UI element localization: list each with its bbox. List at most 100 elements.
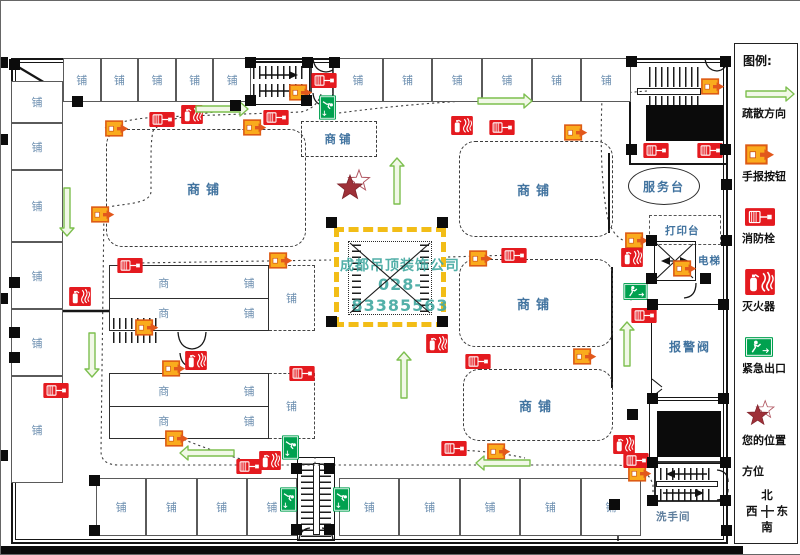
shop-cell: 铺 [432, 58, 483, 102]
shop-cell-label: 铺 [216, 501, 228, 514]
legend-item-label: 紧急出口 [742, 362, 786, 376]
column-square [718, 299, 729, 310]
shop-cell: 铺 [382, 58, 433, 102]
column-square [245, 57, 256, 68]
column-square [324, 524, 335, 535]
divided-shop-room: 商铺商铺 [109, 265, 269, 331]
stair-landing [637, 88, 701, 95]
stairs-icon [660, 468, 712, 480]
shop-cell: 铺 [333, 58, 383, 102]
legend-item-label: 消防栓 [742, 231, 775, 245]
big-shop-room: 商铺 [459, 259, 613, 347]
column-square [721, 235, 732, 246]
manual-alarm-icon [243, 119, 267, 136]
shop-cell: 铺 [146, 478, 197, 536]
column-square [647, 495, 658, 506]
shop-cell-label: 铺 [113, 74, 125, 87]
fire-hydrant-icon [643, 143, 669, 158]
manual-alarm-icon [673, 260, 697, 277]
shop-cell-label: 铺 [451, 74, 463, 87]
stairs-icon [649, 96, 699, 105]
shop-cell: 铺 [520, 478, 581, 536]
room-row-label: 商 [158, 307, 170, 321]
fire-extinguisher-icon [185, 351, 207, 370]
shop-cell-label: 铺 [402, 74, 413, 87]
wall-stub [1, 134, 8, 145]
divided-shop-room: 商铺商铺 [109, 373, 269, 439]
elevator-shaft-block [646, 105, 723, 141]
shop-cell-label: 铺 [544, 501, 556, 514]
legend-item-alarm: 手报按钮 [741, 142, 793, 184]
shop-group-top_right: 铺铺铺铺铺铺 [333, 58, 632, 102]
shop-ext-cell: 铺 [269, 265, 315, 331]
shop-cell: 铺 [246, 478, 297, 536]
column-square [627, 409, 638, 420]
evacuation-arrow-right [477, 93, 533, 109]
big-shop-room: 商铺 [106, 129, 306, 247]
evacuation-arrow-up [389, 157, 405, 205]
column-square [326, 217, 337, 228]
compass-south: 南 [761, 520, 773, 534]
manual-alarm-icon [135, 319, 159, 336]
column-square [647, 393, 658, 404]
shop-cell-label: 铺 [31, 423, 43, 437]
legend-orientation: 方位 北 西 东 南 [741, 463, 793, 535]
column-square [9, 59, 20, 70]
column-square [9, 352, 20, 363]
shop-cell: 铺 [175, 58, 214, 102]
fire-hydrant-icon [623, 453, 649, 468]
column-square [291, 463, 302, 474]
your-location-star-icon [335, 168, 373, 204]
column-square [626, 56, 637, 67]
wall-stub [1, 57, 8, 68]
shop-cell-label: 铺 [226, 74, 238, 87]
manual-alarm-icon [564, 124, 588, 141]
stair-rail [313, 463, 320, 535]
fire-hydrant-icon [263, 110, 289, 125]
legend-item-hydrant: 消防栓 [741, 205, 793, 246]
evacuation-arrow-down [59, 187, 75, 237]
evacuation-arrow-left [475, 455, 531, 471]
fire-hydrant-icon [441, 441, 467, 456]
column-square [647, 457, 658, 468]
column-square [329, 57, 340, 68]
shop-cell-label: 铺 [266, 501, 278, 514]
fire-hydrant-icon [289, 366, 315, 381]
emergency-exit-icon [280, 487, 297, 512]
room-row-label: 铺 [243, 307, 255, 321]
manual-alarm-icon [487, 443, 511, 460]
shop-cell: 铺 [11, 242, 63, 309]
column-square [302, 57, 313, 68]
compass-west: 西 [746, 504, 758, 518]
column-square [647, 299, 658, 310]
room-divider [110, 406, 268, 407]
legend-star-icon [745, 399, 793, 429]
stairs-icon [660, 489, 712, 501]
legend-alarm-icon [745, 144, 793, 165]
column-square [326, 316, 337, 327]
shop-cell-label: 铺 [76, 74, 88, 87]
shop-cell: 铺 [196, 478, 247, 536]
legend-items: 疏散方向手报按钮消防栓灭火器紧急出口您的位置 [741, 73, 795, 459]
shop-cell: 铺 [11, 81, 63, 123]
stair-landing [656, 481, 718, 487]
compass-cross-icon [760, 504, 774, 518]
column-square [626, 144, 637, 155]
restroom-label: 洗手间 [656, 511, 691, 523]
shop-cell-label: 铺 [31, 269, 43, 283]
manual-alarm-icon [573, 348, 597, 365]
watermark-company: 成都吊顶装饰公司 [340, 258, 460, 274]
legend-item-exit: 紧急出口 [741, 335, 793, 376]
column-square [437, 217, 448, 228]
manual-alarm-icon [269, 252, 293, 269]
room-row-label: 铺 [243, 276, 255, 290]
legend-hydrant-icon [745, 207, 793, 227]
column-square [720, 457, 731, 468]
shop-cell: 铺 [100, 58, 139, 102]
shop-ext-label: 铺 [286, 400, 297, 413]
small-shop-room-label: 商铺 [324, 132, 354, 146]
shop-cell: 铺 [11, 170, 63, 242]
shop-cell: 铺 [581, 58, 632, 102]
manual-alarm-icon [162, 360, 186, 377]
